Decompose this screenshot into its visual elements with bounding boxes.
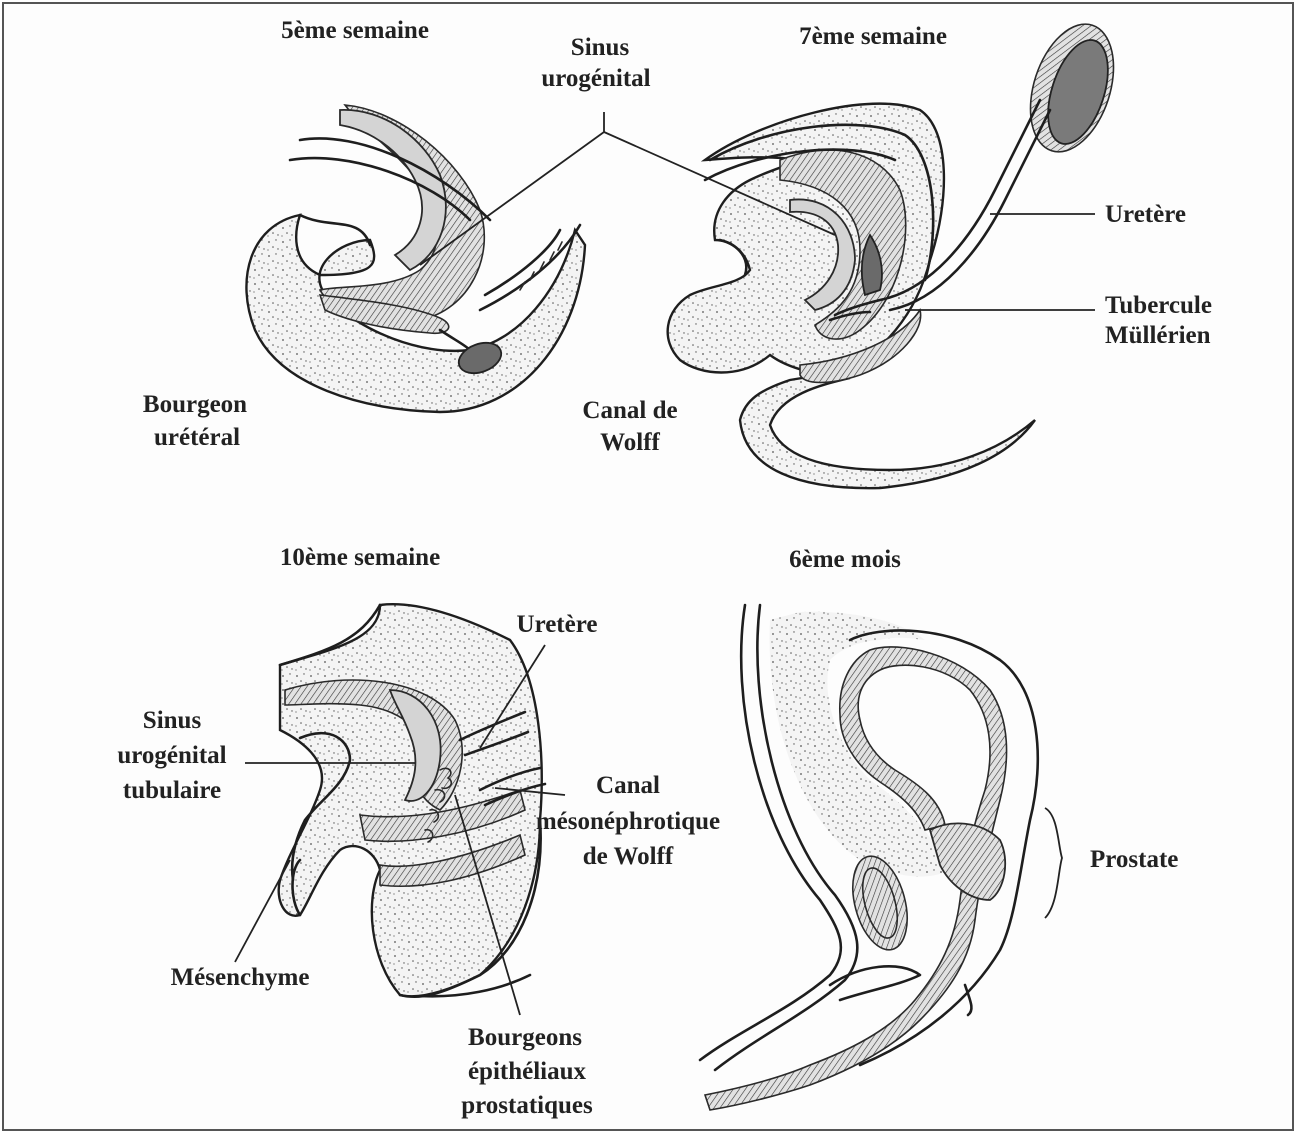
label-tubercule-line1: Tubercule [1105,292,1212,319]
label-bourgeons-line2: épithéliaux [468,1058,587,1085]
label-sinus-tubulaire-line3: tubulaire [123,777,221,804]
label-sinus-tubulaire-line1: Sinus [143,707,202,734]
title-week10: 10ème semaine [280,544,440,571]
label-canal-meso-line2: mésonéphrotique [536,808,720,835]
label-tubercule-line2: Müllérien [1105,322,1211,349]
label-mesenchyme: Mésenchyme [171,964,310,991]
label-sinus-line2: urogénital [541,65,650,92]
label-bourgeons-line1: Bourgeons [468,1024,582,1051]
figure-frame [3,3,1293,1130]
label-canal-meso-line1: Canal [596,772,660,799]
label-canal-meso-line3: de Wolff [583,843,674,870]
label-canal-line1: Canal de [582,397,677,424]
label-ureter-week10: Uretère [517,611,598,638]
label-prostate: Prostate [1090,846,1178,873]
label-sinus-line1: Sinus [571,34,630,61]
title-month6: 6ème mois [789,546,901,573]
label-bourgeon-line2: urétéral [154,424,240,451]
label-sinus-tubulaire-line2: urogénital [117,742,226,769]
label-bourgeons-line3: prostatiques [461,1092,593,1119]
title-week5: 5ème semaine [281,17,429,44]
label-bourgeon-line1: Bourgeon [143,391,247,418]
label-canal-line2: Wolff [600,429,660,456]
title-week7: 7ème semaine [799,23,947,50]
label-ureter-week7: Uretère [1105,201,1186,228]
